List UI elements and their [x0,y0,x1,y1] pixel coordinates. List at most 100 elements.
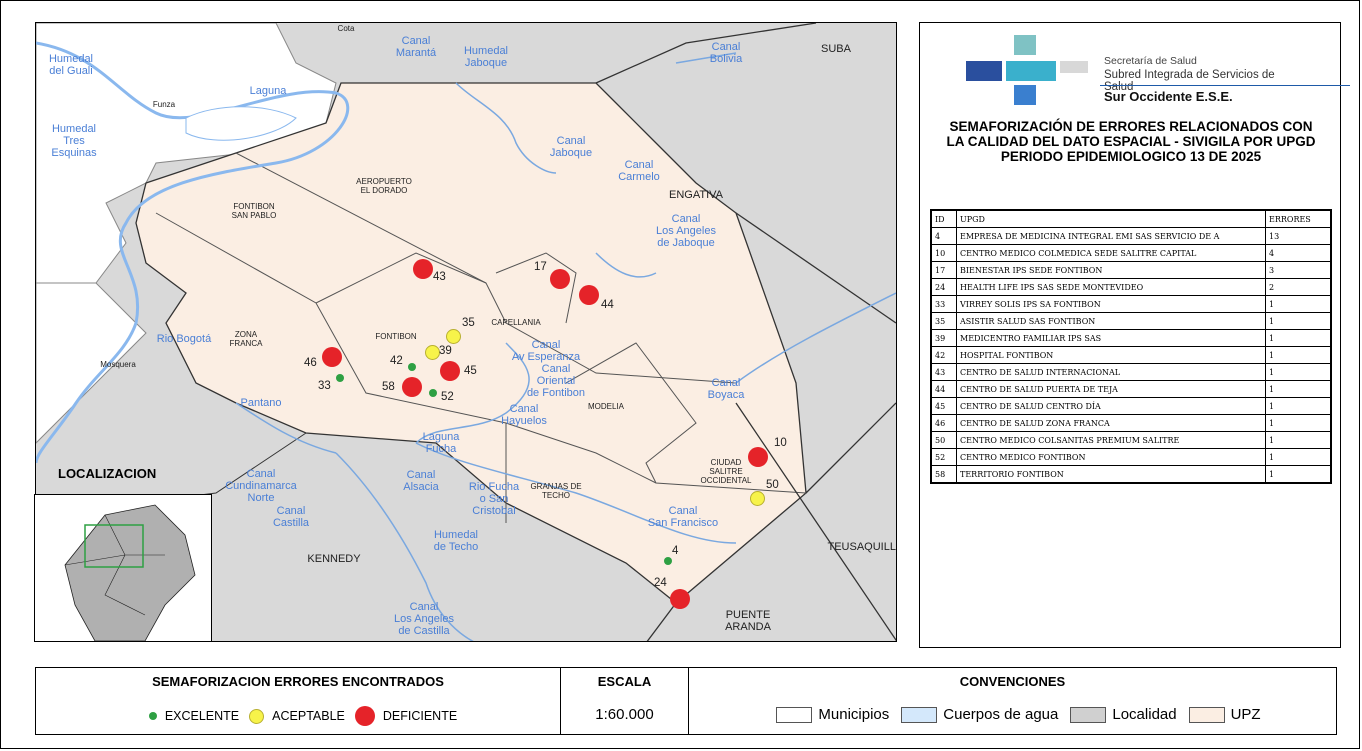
cell-id: 10 [930,244,957,262]
locality-label: ENGATIVA [669,189,723,201]
health-logo-icon [966,35,1088,105]
upz-boundary [155,212,657,484]
water-label: Canal Av Esperanza [511,339,581,364]
cell-errores: 2 [1265,278,1332,296]
upgd-point-4[interactable] [664,557,672,565]
cell-upgd: CENTRO MEDICO COLSANITAS PREMIUM SALITRE [956,431,1266,449]
cell-errores: 3 [1265,261,1332,279]
upgd-point-58[interactable] [402,377,422,397]
cell-upgd: HEALTH LIFE IPS SAS SEDE MONTEVIDEO [956,278,1266,296]
upgd-point-33[interactable] [336,374,344,382]
cell-errores: 1 [1265,380,1332,398]
logo: Secretaría de Salud Subred Integrada de … [964,31,1350,111]
canal-line [415,342,530,444]
localization-map [35,495,211,642]
aceptable-dot-icon [249,708,265,724]
cell-errores: 1 [1265,363,1332,381]
upgd-point-label: 24 [654,577,667,589]
map-canvas[interactable] [36,23,897,642]
upgd-point-24[interactable] [670,589,690,609]
locality-boundary [735,402,896,641]
cell-id: 52 [930,448,957,466]
cell-id: 17 [930,261,957,279]
water-label: Canal Los Angeles de Jaboque [656,213,716,250]
upgd-point-label: 39 [439,345,452,357]
upgd-point-label: 45 [464,365,477,377]
upgd-point-39[interactable] [424,344,440,360]
conventions-title: CONVENCIONES [959,674,1066,689]
locality-label: TEUSAQUILLO [827,541,897,553]
upz-label: FONTIBON [375,332,417,341]
upgd-point-label: 46 [304,357,317,369]
cell-id: 43 [930,363,957,381]
cell-errores: 1 [1265,448,1332,466]
cell-id: 45 [930,397,957,415]
legend-bar: SEMAFORIZACION ERRORES ENCONTRADOS EXCEL… [35,667,1337,735]
semaforo-title: SEMAFORIZACION ERRORES ENCONTRADOS [152,674,444,689]
org-line-3: Sur Occidente E.S.E. [1104,89,1233,104]
water-label: Pantano [240,397,282,409]
upz-label: ZONA FRANCA [229,330,263,348]
river-bogota [36,41,350,464]
water-label: Canal Boyaca [707,377,745,402]
upgd-point-45[interactable] [440,361,460,381]
legend-label: DEFICIENTE [382,709,458,723]
water-label: Canal Cundinamarca Norte [225,468,297,505]
upz-label: GRANJAS DE TECHO [530,482,582,500]
water-label: Canal Jaboque [549,135,593,160]
upz-label: CAPELLANIA [491,318,541,327]
water-label: Canal Los Angeles de Castilla [394,601,454,638]
cell-id: 35 [930,312,957,330]
cell-errores: 1 [1265,329,1332,347]
cell-errores: 1 [1265,465,1332,484]
map-title: SEMAFORIZACIÓN DE ERRORES RELACIONADOS C… [946,119,1316,164]
cell-errores: 1 [1265,295,1332,313]
water-label: Canal Oriental de Fontibon [526,363,586,400]
upz-boundary [315,252,487,304]
upgd-point-10[interactable] [748,447,768,467]
convention-swatch [1070,706,1107,723]
upgd-point-label: 33 [318,380,331,392]
upz-label: AEROPUERTO EL DORADO [356,177,412,195]
cell-errores: 1 [1265,397,1332,415]
canal-line [455,82,557,174]
scale-value: 1:60.000 [595,706,654,723]
upgd-point-42[interactable] [408,363,416,371]
cell-id: 4 [930,227,957,245]
upgd-point-label: 52 [441,391,454,403]
cell-upgd: CENTRO MEDICO FONTIBON [956,448,1266,466]
water-label: Canal Castilla [272,505,310,530]
upgd-point-43[interactable] [413,259,433,279]
cell-id: 50 [930,431,957,449]
cell-upgd: CENTRO DE SALUD CENTRO DÍA [956,397,1266,415]
upgd-point-44[interactable] [579,285,599,305]
upgd-point-52[interactable] [429,389,437,397]
upgd-point-17[interactable] [550,269,570,289]
scale-legend: ESCALA 1:60.000 [561,668,689,734]
localization-inset[interactable] [34,494,212,642]
water-label: Canal San Francisco [647,505,719,530]
upgd-point-35[interactable] [445,328,461,344]
upgd-point-46[interactable] [322,347,342,367]
upgd-point-50[interactable] [749,490,765,506]
water-label: Laguna Fucha [422,431,460,456]
cell-errores: 1 [1265,346,1332,364]
legend-label: EXCELENTE [164,709,240,723]
cell-id: 44 [930,380,957,398]
cell-upgd: ASISTIR SALUD SAS FONTIBON [956,312,1266,330]
upgd-point-label: 17 [534,261,547,273]
lagoon-shape [185,106,297,141]
convention-label: UPZ [1230,706,1261,723]
locality-label: PUENTE ARANDA [725,609,771,634]
upgd-point-label: 50 [766,479,779,491]
